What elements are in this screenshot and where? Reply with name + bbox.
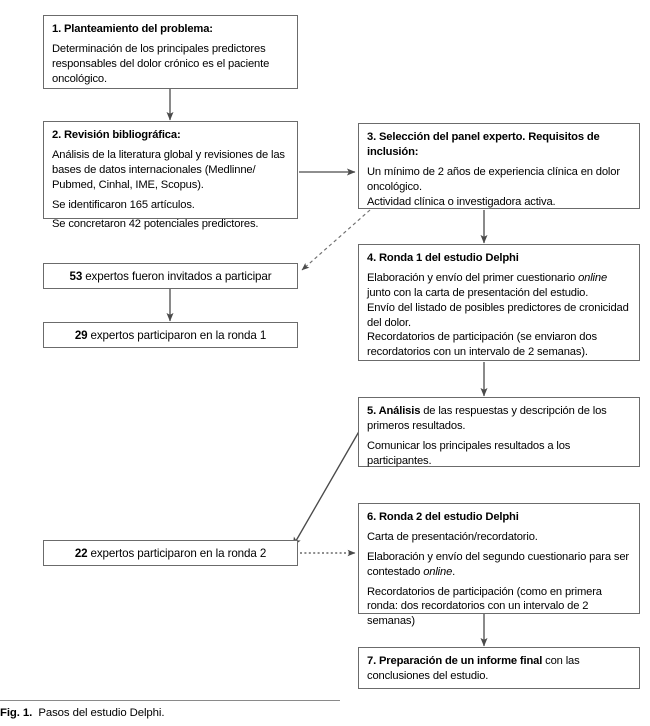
step-5-title-bold: 5. Análisis xyxy=(367,405,421,417)
step-6-body-2: Elaboración y envío del segundo cuestion… xyxy=(367,550,631,580)
step-3-title: 3. Selección del panel experto. Requisit… xyxy=(367,131,600,158)
step-box-1: 1. Planteamiento del problema: Determina… xyxy=(43,15,298,89)
step-4-body-2: Envío del listado de posibles predictore… xyxy=(367,301,629,329)
count-invited-label: expertos fueron invitados a participar xyxy=(85,269,272,283)
step-box-2: 2. Revisión bibliográfica: Análisis de l… xyxy=(43,121,298,230)
caption-divider xyxy=(0,700,340,701)
step-4-body-3: Recordatorios de participación (se envia… xyxy=(367,331,597,359)
step-box-3: 3. Selección del panel experto. Requisit… xyxy=(358,123,640,209)
step-4-body-1-italic: online xyxy=(578,271,608,284)
step-7-title-bold: 7. Preparación de un informe final xyxy=(367,655,543,667)
step-6-body-2-post: . xyxy=(452,565,456,578)
step-7-title: 7. Preparación de un informe final con l… xyxy=(367,654,631,684)
count-round2-number: 22 xyxy=(74,546,88,560)
step-4-body-1-post: junto con la carta de presentación del e… xyxy=(367,286,589,299)
step-4-body-1-pre: Elaboración y envío del primer cuestiona… xyxy=(367,271,579,284)
figure-caption: Fig. 1. Pasos del estudio Delphi. xyxy=(0,707,460,719)
step-2-title: 2. Revisión bibliográfica: xyxy=(52,129,181,141)
step-6-body-2-pre: Elaboración y envío del segundo cuestion… xyxy=(367,550,629,578)
step-6-body-1: Carta de presentación/recordatorio. xyxy=(367,530,538,543)
step-2-body-3: Se concretaron 42 potenciales predictore… xyxy=(52,218,259,231)
step-3-body-2: Actividad clínica o investigadora activa… xyxy=(367,195,556,208)
step-7-title-rest: con las conclusiones del estudio. xyxy=(367,655,580,682)
step-6-title: 6. Ronda 2 del estudio Delphi xyxy=(367,511,519,523)
step-1-title: 1. Planteamiento del problema: xyxy=(52,23,213,35)
count-round1-number: 29 xyxy=(74,328,88,342)
count-round1-label: expertos participaron en la ronda 1 xyxy=(90,328,267,342)
step-6-body-2-italic: online xyxy=(423,565,453,578)
step-box-6: 6. Ronda 2 del estudio Delphi Carta de p… xyxy=(358,503,640,627)
step-5-title: 5. Análisis de las respuestas y descripc… xyxy=(367,404,631,434)
step-4-title: 4. Ronda 1 del estudio Delphi xyxy=(367,252,519,264)
step-6-body-3: Recordatorios de participación (como en … xyxy=(367,585,602,628)
figure-caption-body: Pasos del estudio Delphi. xyxy=(38,707,165,719)
count-round2-label: expertos participaron en la ronda 2 xyxy=(90,546,267,560)
step-box-5: 5. Análisis de las respuestas y descripc… xyxy=(358,397,640,467)
step-1-body-1: Determinación de los principales predict… xyxy=(52,42,270,85)
step-box-4: 4. Ronda 1 del estudio Delphi Elaboració… xyxy=(358,244,640,361)
step-2-body-1: Análisis de la literatura global y revis… xyxy=(52,148,285,191)
step-5-title-rest: de las respuestas y descripción de los p… xyxy=(367,405,607,432)
count-invited-number: 53 xyxy=(69,269,83,283)
step-box-7: 7. Preparación de un informe final con l… xyxy=(358,647,640,689)
step-5-body-1: Comunicar los principales resultados a l… xyxy=(367,439,571,467)
step-3-body-1: Un mínimo de 2 años de experiencia clíni… xyxy=(367,165,620,193)
connector-b5-to-round2 xyxy=(292,427,362,547)
figure-caption-label: Fig. 1. xyxy=(0,707,33,719)
step-2-body-2: Se identificaron 165 artículos. xyxy=(52,198,195,211)
step-4-body-1: Elaboración y envío del primer cuestiona… xyxy=(367,271,631,301)
